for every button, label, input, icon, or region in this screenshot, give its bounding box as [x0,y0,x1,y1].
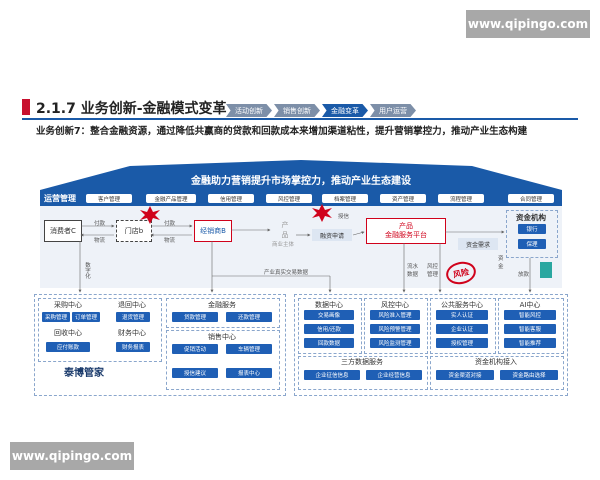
ops-item: 资产管理 [380,194,426,203]
block-item[interactable]: 退货管理 [116,312,150,322]
right-panel [294,294,568,396]
risk-center-title: 风控中心 [381,301,409,309]
institution-title: 资金机构 [516,213,546,222]
ai-center-panel [498,298,564,354]
pay-label: 付款 [94,221,106,227]
title-rule [22,118,578,120]
block-item[interactable]: 财务报表 [116,342,150,352]
title-accent [22,99,30,115]
page-title: 2.1.7 业务创新-金融模式变革 [36,101,227,117]
deliver-label: 物流 [164,238,176,244]
risk-center-item[interactable]: 风险监测管理 [370,338,420,348]
finance-service-item[interactable]: 贷款管理 [172,312,218,322]
ops-band-label: 运营管理 [44,194,76,203]
sales-center-item[interactable]: 车辆管理 [226,344,272,354]
pay-label: 付款 [164,221,176,227]
ops-item: 客户管理 [86,194,132,203]
finance-service-item[interactable]: 还款管理 [226,312,272,322]
bank-button[interactable]: 银行 [518,224,546,234]
public-center-panel [430,298,496,354]
flow-data-label: 流水 数据 [407,264,419,278]
tab-sales[interactable]: 销售创新 [274,104,320,117]
institution-panel [506,210,558,258]
tab-activity[interactable]: 活动创新 [226,104,272,117]
deliver-label: 物流 [94,238,106,244]
page-subtitle: 业务创新7：整合金融资源，通过降低共赢商的贷款和回款成本来增加渠道粘性，提升营销… [36,126,528,137]
fund-access-item[interactable]: 资金路由选择 [500,370,558,380]
fund-access-item[interactable]: 资金渠道对接 [436,370,494,380]
ai-center-item[interactable]: 智能客服 [504,324,556,334]
brand-label: 泰博管家 [64,368,104,379]
ai-center-item[interactable]: 智能风控 [504,310,556,320]
block-item[interactable]: 订单管理 [72,312,100,322]
roof-caption: 金融助力营销提升市场掌控力，推动产业生态建设 [191,176,411,187]
data-center-item[interactable]: 回款数据 [304,338,354,348]
data-center-item[interactable]: 信用/还款 [304,324,354,334]
third-party-panel [298,356,428,390]
building-icon [540,262,552,278]
public-center-item[interactable]: 企业认证 [436,324,488,334]
digital-label: 数字化 [84,262,90,279]
fund-access-title: 资金机构接入 [475,358,517,366]
insurance-button[interactable]: 保理 [518,239,546,249]
left-panel [34,294,286,396]
distributor-box: 经销商B [194,220,232,242]
finance-service-panel [166,298,280,328]
sales-center-panel [166,330,280,390]
ops-item: 金融产品管理 [146,194,196,203]
left-inner-panel [38,298,162,362]
ops-item: 档案管理 [322,194,368,203]
watermark-bottom: www.qipingo.com [10,442,134,470]
block-item[interactable]: 采购管理 [42,312,70,322]
block-item[interactable]: 应付账款 [46,342,90,352]
sales-center-item[interactable]: 报表中心 [226,368,272,378]
watermark-top: www.qipingo.com [466,10,590,38]
roof-shape [40,160,562,190]
risk-ctrl-label: 风控 管理 [427,264,439,278]
block-title: 退回中心 [118,301,146,309]
platform-box: 产品 金融服务平台 [366,218,446,244]
store-box: 门店b [116,220,152,242]
credit-data-label: 产业真实交易数据 [264,270,309,276]
third-party-title: 三方数据服务 [341,358,383,366]
ai-center-title: AI中心 [519,301,541,309]
public-center-item[interactable]: 实人认证 [436,310,488,320]
ai-center-item[interactable]: 智能推荐 [504,338,556,348]
contract-label: 授信 [338,214,350,220]
sales-center-item[interactable]: 促销活动 [172,344,218,354]
block-title: 回收中心 [54,329,82,337]
sales-center-title: 销售中心 [208,333,236,341]
product-box: 产 品 [281,221,289,239]
ops-item: 风控管理 [266,194,312,203]
funds-label: 资 金 [498,256,504,270]
block-title: 财务中心 [118,329,146,337]
data-center-panel [298,298,362,354]
funding-demand-box: 资金需求 [458,238,498,250]
consumer-box: 消费者C [44,220,82,242]
data-center-title: 数据中心 [315,301,343,309]
finance-apply-box: 融资申请 [312,229,352,241]
third-party-item[interactable]: 企业征信信息 [304,370,360,380]
risk-center-panel [364,298,428,354]
public-center-item[interactable]: 授权管理 [436,338,488,348]
fund-access-panel [430,356,564,390]
tab-user-ops[interactable]: 用户运营 [370,104,416,117]
factory-label: 商业主体 [272,242,295,248]
loan-label: 放款 [518,272,530,278]
third-party-item[interactable]: 企业经营信息 [366,370,422,380]
block-title: 采购中心 [54,301,82,309]
ops-item: 信用管理 [208,194,254,203]
tab-finance[interactable]: 金融变革 [322,104,368,117]
ops-item: 合同管理 [508,194,554,203]
risk-center-item[interactable]: 风险预警管理 [370,324,420,334]
finance-service-title: 金融服务 [208,301,236,309]
risk-center-item[interactable]: 风险准入管理 [370,310,420,320]
public-center-title: 公共服务中心 [441,301,483,309]
data-center-item[interactable]: 交易画像 [304,310,354,320]
ops-item: 流程管理 [438,194,484,203]
sales-center-item[interactable]: 授信建议 [172,368,218,378]
